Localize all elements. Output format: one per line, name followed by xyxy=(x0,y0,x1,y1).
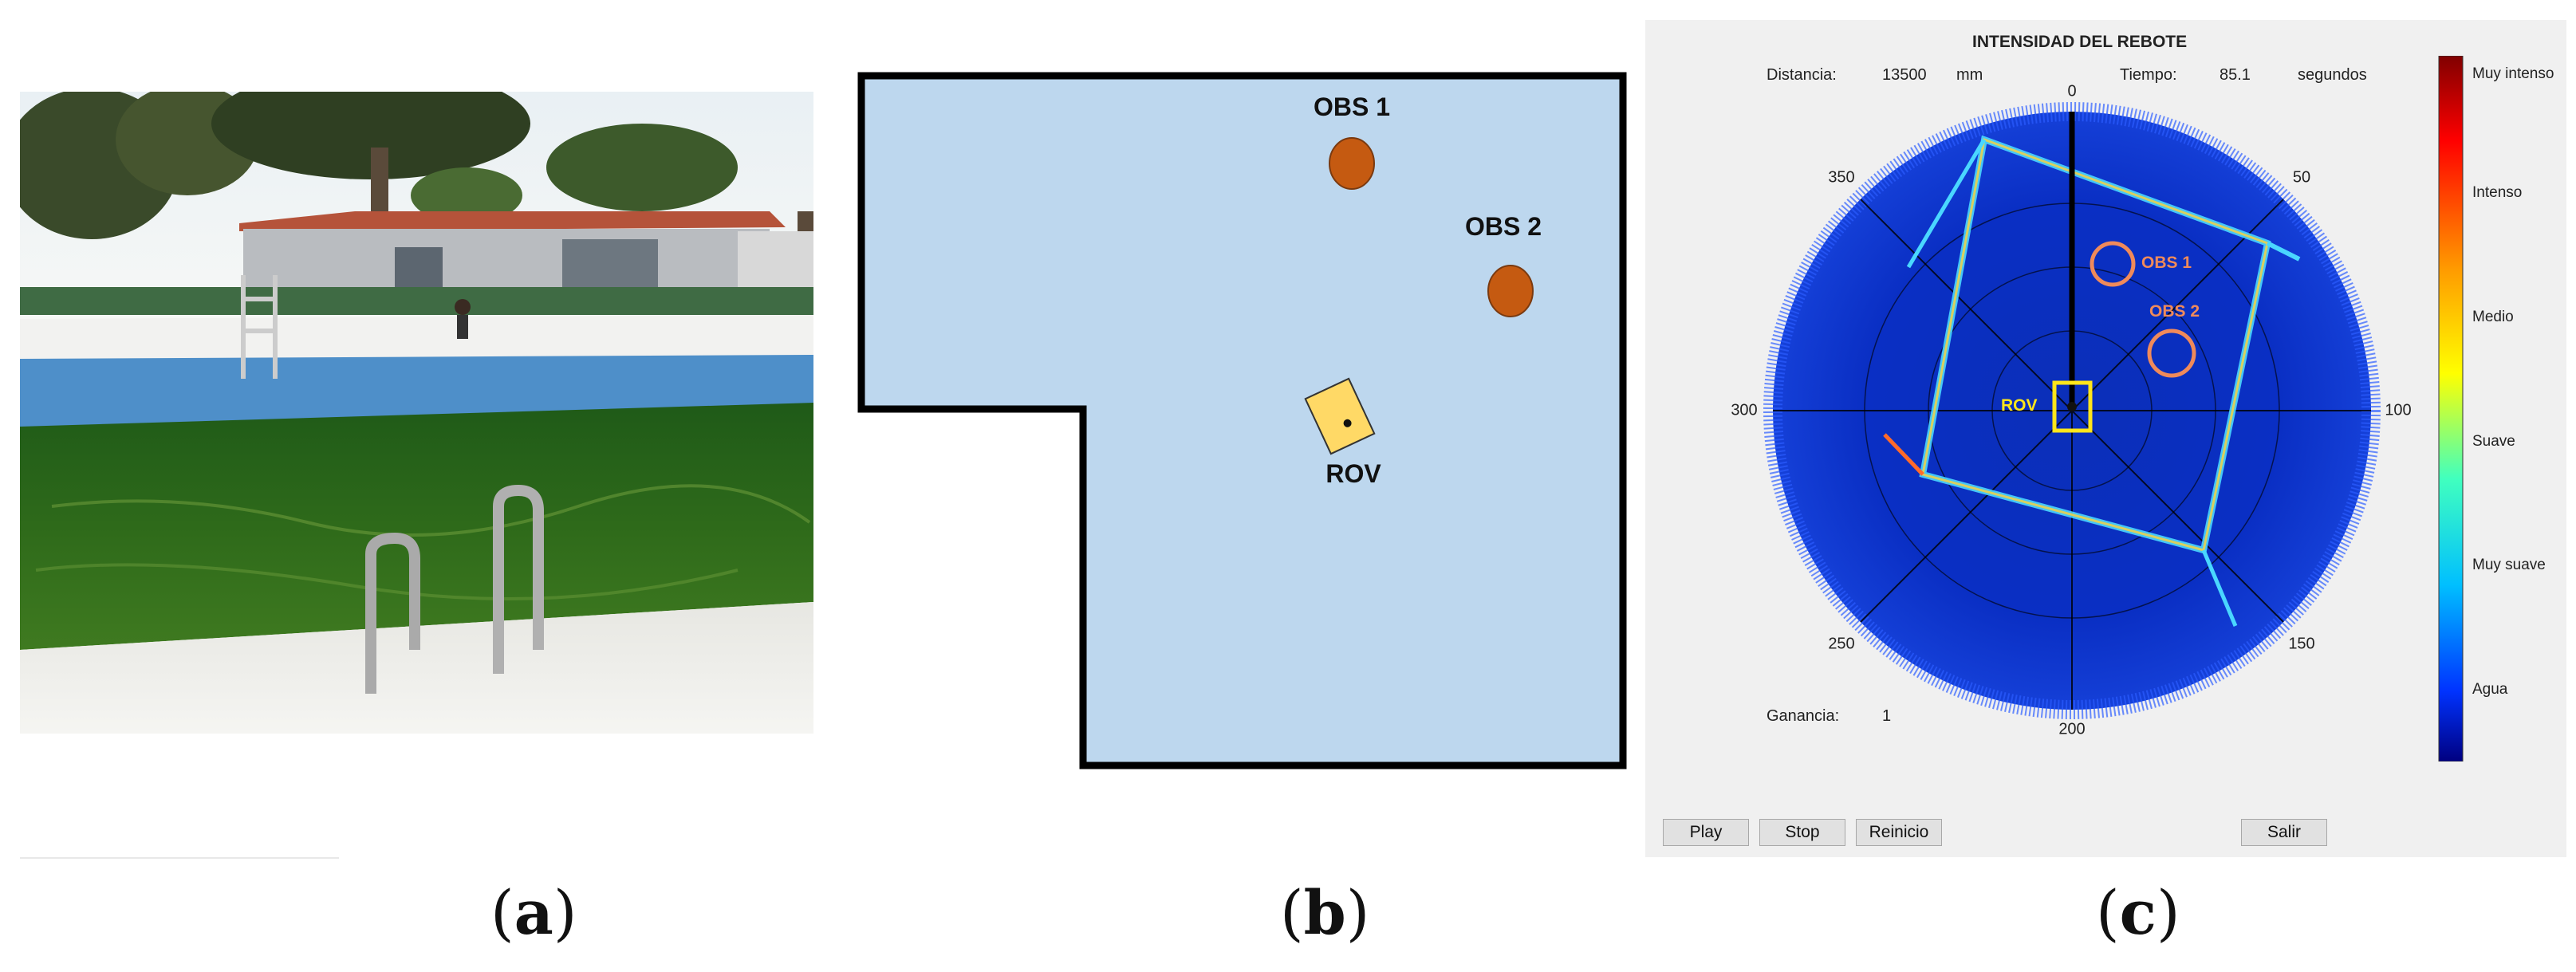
sonar-polar-plot: OBS 1 OBS 2 ROV xyxy=(1763,102,2381,719)
angle-label-50: 50 xyxy=(2292,168,2311,187)
colorbar-label-2: Medio xyxy=(2472,309,2514,325)
distance-label: Distancia: xyxy=(1767,66,1837,84)
time-value: 85.1 xyxy=(2220,66,2251,84)
caption-b: (b) xyxy=(1280,877,1370,948)
pool-photo xyxy=(4,68,813,734)
caption-a: (a) xyxy=(490,877,577,948)
time-unit: segundos xyxy=(2298,66,2367,84)
distance-value: 13500 xyxy=(1882,66,1927,84)
reset-button[interactable]: Reinicio xyxy=(1856,819,1942,846)
angle-label-100: 100 xyxy=(2385,401,2412,419)
caption-c: (c) xyxy=(2096,877,2180,948)
obs1-circle xyxy=(2090,241,2136,287)
angle-label-300: 300 xyxy=(1731,401,1758,419)
sonar-title: INTENSIDAD DEL REBOTE xyxy=(1972,33,2188,51)
distance-unit: mm xyxy=(1956,66,1983,84)
angle-label-200: 200 xyxy=(2058,720,2086,738)
colorbar-label-4: Muy suave xyxy=(2472,557,2546,573)
obs1-label: OBS 1 xyxy=(1314,92,1390,121)
obs2-marker xyxy=(1487,265,1534,317)
rov-box xyxy=(2052,380,2093,433)
sonar-window: INTENSIDAD DEL REBOTE Distancia: 13500 m… xyxy=(1645,20,2566,857)
time-label: Tiempo: xyxy=(2120,66,2177,84)
angle-label-150: 150 xyxy=(2288,635,2315,653)
pool-outline xyxy=(857,72,1627,769)
gain-value: 1 xyxy=(1882,707,1892,725)
rov-marker xyxy=(1304,377,1376,455)
colorbar-label-3: Suave xyxy=(2472,433,2515,450)
play-button[interactable]: Play xyxy=(1663,819,1749,846)
exit-button[interactable]: Salir xyxy=(2241,819,2327,846)
rov-overlay-label: ROV xyxy=(2001,396,2038,415)
angle-label-350: 350 xyxy=(1828,168,1855,187)
colorbar xyxy=(2438,56,2464,761)
colorbar-label-5: Agua xyxy=(2472,681,2508,698)
obs1-marker xyxy=(1329,137,1375,190)
obs2-label: OBS 2 xyxy=(1465,212,1542,241)
stop-button[interactable]: Stop xyxy=(1759,819,1845,846)
angle-label-250: 250 xyxy=(1828,635,1855,653)
angle-label-0: 0 xyxy=(2067,82,2077,100)
colorbar-label-1: Intenso xyxy=(2472,184,2523,201)
gain-label: Ganancia: xyxy=(1767,707,1840,725)
obs2-circle xyxy=(2147,329,2196,378)
obs1-overlay-label: OBS 1 xyxy=(2141,254,2192,272)
rov-label: ROV xyxy=(1325,459,1381,488)
pool-map: OBS 1 OBS 2 ROV xyxy=(857,72,1627,773)
obs2-overlay-label: OBS 2 xyxy=(2149,302,2200,321)
colorbar-label-0: Muy intenso xyxy=(2472,65,2554,82)
panel-a-underline xyxy=(20,857,339,859)
